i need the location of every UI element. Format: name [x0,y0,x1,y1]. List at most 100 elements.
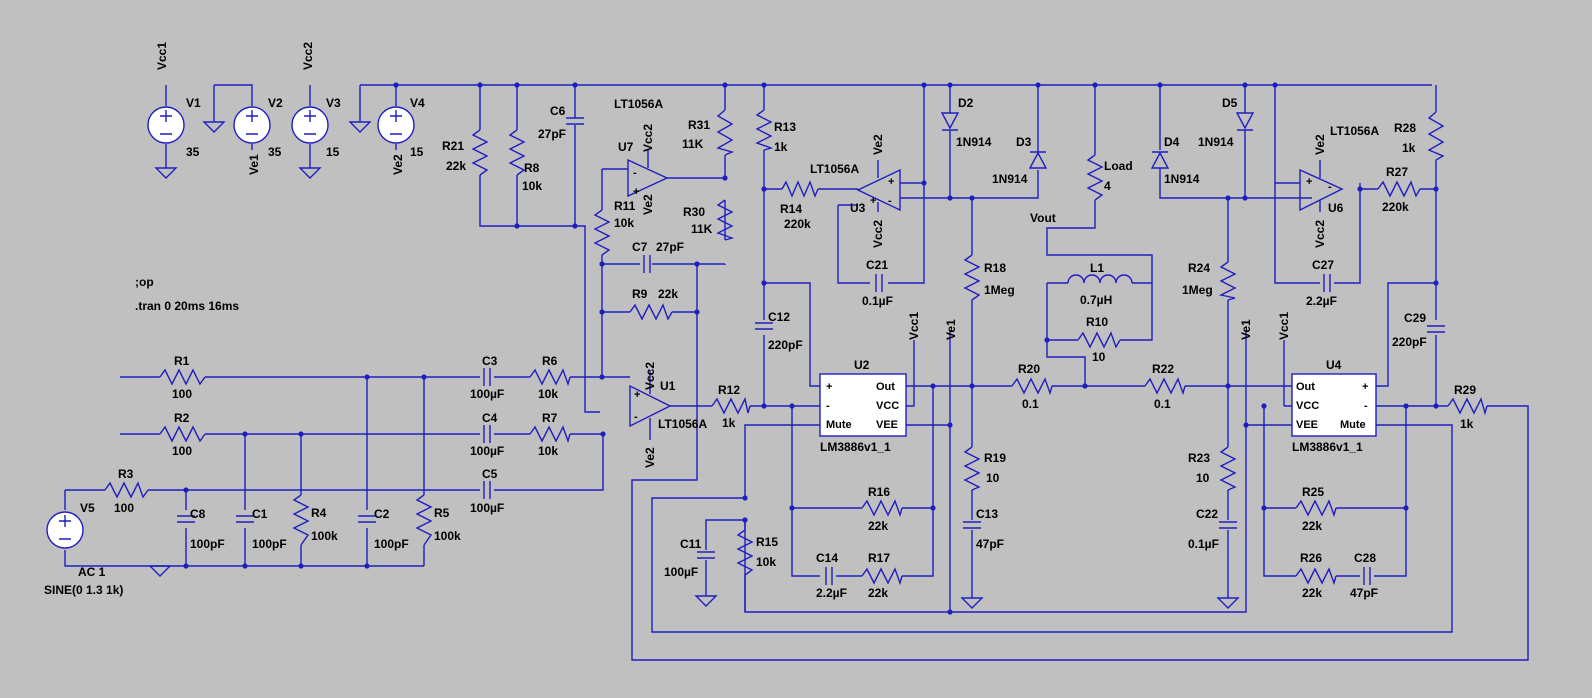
ref-label: R18 [984,261,1006,275]
ref-label: C11 [680,537,702,551]
value-label: 10 [986,471,1000,485]
net-label-ve2: Ve2 [643,447,657,468]
resistor-R4[interactable]: R4 100k [292,494,338,546]
resistor-R3[interactable]: R3 100 [104,467,149,515]
value-label: 10 [1092,350,1106,364]
svg-text:+: + [1362,381,1368,393]
opamp-U3[interactable]: + + - Ve2 Vcc2 U3 LT1056A [810,134,901,248]
diode-D2[interactable]: D2 1N914 [940,96,992,149]
svg-text:+: + [1306,176,1312,188]
value-label: 100k [434,529,461,543]
value-label: 1N914 [992,172,1028,186]
source-V4[interactable]: Ve2 V4 15 [348,85,425,175]
ref-label: C29 [1404,311,1426,325]
opamp-U6[interactable]: + - Ve2 Vcc2 U6 LT1056A [1299,124,1379,248]
source-V5[interactable]: V5 AC 1 SINE(0 1.3 1k) [44,501,172,597]
resistor-R1[interactable]: R1 100 [159,354,206,401]
capacitor-C1[interactable]: C1 100pF [236,507,287,551]
resistor-R30[interactable]: R30 11K [683,199,735,241]
ref-label: R28 [1394,121,1416,135]
value-label: 100 [172,444,192,458]
source-V2[interactable]: Ve1 V2 35 [202,84,283,175]
svg-text:Mute: Mute [826,419,852,431]
resistor-R27[interactable]: R27 220k [1377,165,1421,214]
capacitor-C29[interactable]: C29 220pF [1392,311,1445,349]
resistor-R22[interactable]: R22 0.1 [1144,362,1186,411]
resistor-R16[interactable]: R16 22k [861,485,903,533]
resistor-R15[interactable]: R15 10k [736,529,778,576]
resistor-R6[interactable]: R6 10k [529,354,571,401]
svg-text:+: + [826,381,832,393]
ref-label: R12 [718,383,740,397]
ref-label: R21 [442,139,464,153]
capacitor-C11[interactable]: C11 100µF [664,537,718,607]
capacitor-C8[interactable]: C8 100pF [177,507,225,551]
resistor-R8[interactable]: R8 10k [508,129,542,193]
capacitor-C27[interactable]: C27 2.2µF [1306,258,1337,308]
capacitor-C5[interactable]: C5 100µF [470,467,504,515]
inductor-L1[interactable]: L1 0.7µH [1067,261,1133,307]
resistor-R2[interactable]: R2 100 [159,411,206,458]
ref-label: L1 [1090,261,1104,275]
resistor-R17[interactable]: R17 22k [861,551,903,600]
amp-U2[interactable]: + - Mute Out VCC VEE U2 LM3886v1_1 Vcc1 … [819,312,958,454]
capacitor-C6[interactable]: C6 27pF [538,104,584,141]
capacitor-C22[interactable]: C22 0.1µF [1188,507,1240,609]
resistor-Load[interactable]: Load 4 [1086,154,1133,201]
resistor-R25[interactable]: R25 22k [1295,485,1337,533]
diode-D4[interactable]: D4 1N914 [1150,135,1200,186]
resistor-R29[interactable]: R29 1k [1447,383,1488,431]
resistor-R11[interactable]: R11 10k [593,199,636,256]
resistor-R5[interactable]: R5 100k [415,494,461,546]
resistor-R24[interactable]: R24 1Meg [1182,261,1237,301]
net-label-ve2: Ve2 [641,194,655,215]
resistor-R20[interactable]: R20 0.1 [1011,362,1053,411]
resistor-R19[interactable]: R19 10 [963,446,1006,491]
resistor-R9[interactable]: R9 22k [629,287,678,321]
capacitor-C4[interactable]: C4 100µF [470,411,504,458]
value-label: 11K [691,222,713,236]
resistor-R13[interactable]: R13 1k [755,109,796,154]
opamp-U1[interactable]: + - Vcc2 Ve2 U1 LT1056A [629,362,707,468]
opamp-U7[interactable]: - + Vcc2 Ve2 U7 LT1056A [614,97,669,215]
capacitor-C13[interactable]: C14 2.2µF [816,551,847,600]
value-label: 15 [326,145,340,159]
ac-label: AC 1 [78,565,106,579]
directive-tran[interactable]: .tran 0 20ms 16ms [135,299,239,313]
ref-label: C27 [1312,258,1334,272]
capacitor-C2[interactable]: C2 100pF [358,507,409,551]
ref-label: R16 [868,485,890,499]
resistor-R26[interactable]: R26 22k [1295,551,1337,600]
resistor-R28[interactable]: R28 1k [1394,111,1445,161]
resistor-R31[interactable]: R31 11K [682,109,735,156]
diode-D3[interactable]: D3 1N914 [992,135,1048,186]
value-label: 1N914 [1198,135,1234,149]
ref-label: U2 [854,358,870,372]
resistor-R18[interactable]: R18 1Meg [963,254,1015,301]
value-label: 47pF [1350,586,1378,600]
ref-label: R23 [1188,451,1210,465]
ref-label: C12 [768,310,790,324]
resistor-R10[interactable]: R10 10 [1077,315,1121,364]
diode-D5[interactable]: D5 1N914 [1198,96,1255,149]
source-V1[interactable]: Vcc1 V1 35 [147,42,201,179]
capacitor-C14[interactable]: C21 0.1µF [862,258,893,308]
value-label: 4 [1104,179,1111,193]
resistor-R14[interactable]: R14 220k [780,180,819,231]
net-label-ve2: Ve2 [871,134,885,155]
resistor-R7[interactable]: R7 10k [529,411,571,458]
capacitor-C21[interactable]: C13 47pF [960,507,1004,609]
value-label: 1k [774,140,788,154]
capacitor-C12[interactable]: C12 220pF [755,310,803,352]
directive-op[interactable]: ;op [135,275,154,289]
capacitor-C28[interactable]: C28 47pF [1350,551,1378,600]
ref-label: Load [1104,159,1133,173]
source-V3[interactable]: Vcc2 V3 15 [291,42,341,179]
capacitor-C3[interactable]: C3 100µF [470,354,504,401]
capacitor-C7[interactable]: C7 27pF [632,240,684,273]
resistor-R23[interactable]: R23 10 [1188,446,1237,491]
resistor-R21[interactable]: R21 22k [442,129,489,176]
amp-U4[interactable]: Out VCC VEE + - Mute U4 LM3886v1_1 Vcc1 … [1239,312,1377,454]
resistor-R12[interactable]: R12 1k [711,383,751,430]
svg-text:-: - [633,167,637,179]
